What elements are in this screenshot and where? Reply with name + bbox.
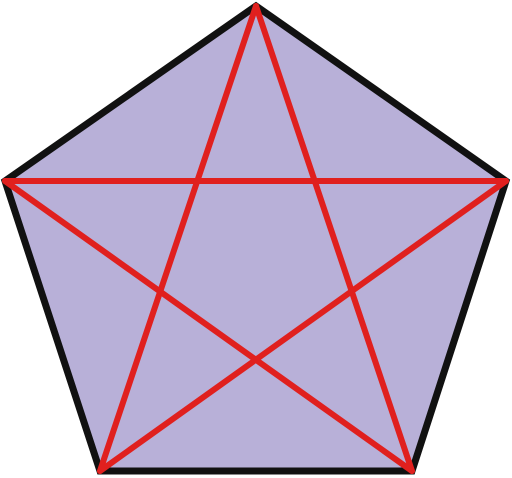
diagonal-3 — [2, 178, 415, 474]
diagonal-1 — [253, 3, 415, 474]
diagonal-2 — [97, 178, 509, 474]
pentagram-diagonals — [2, 3, 509, 474]
diagonal-4 — [97, 3, 259, 474]
